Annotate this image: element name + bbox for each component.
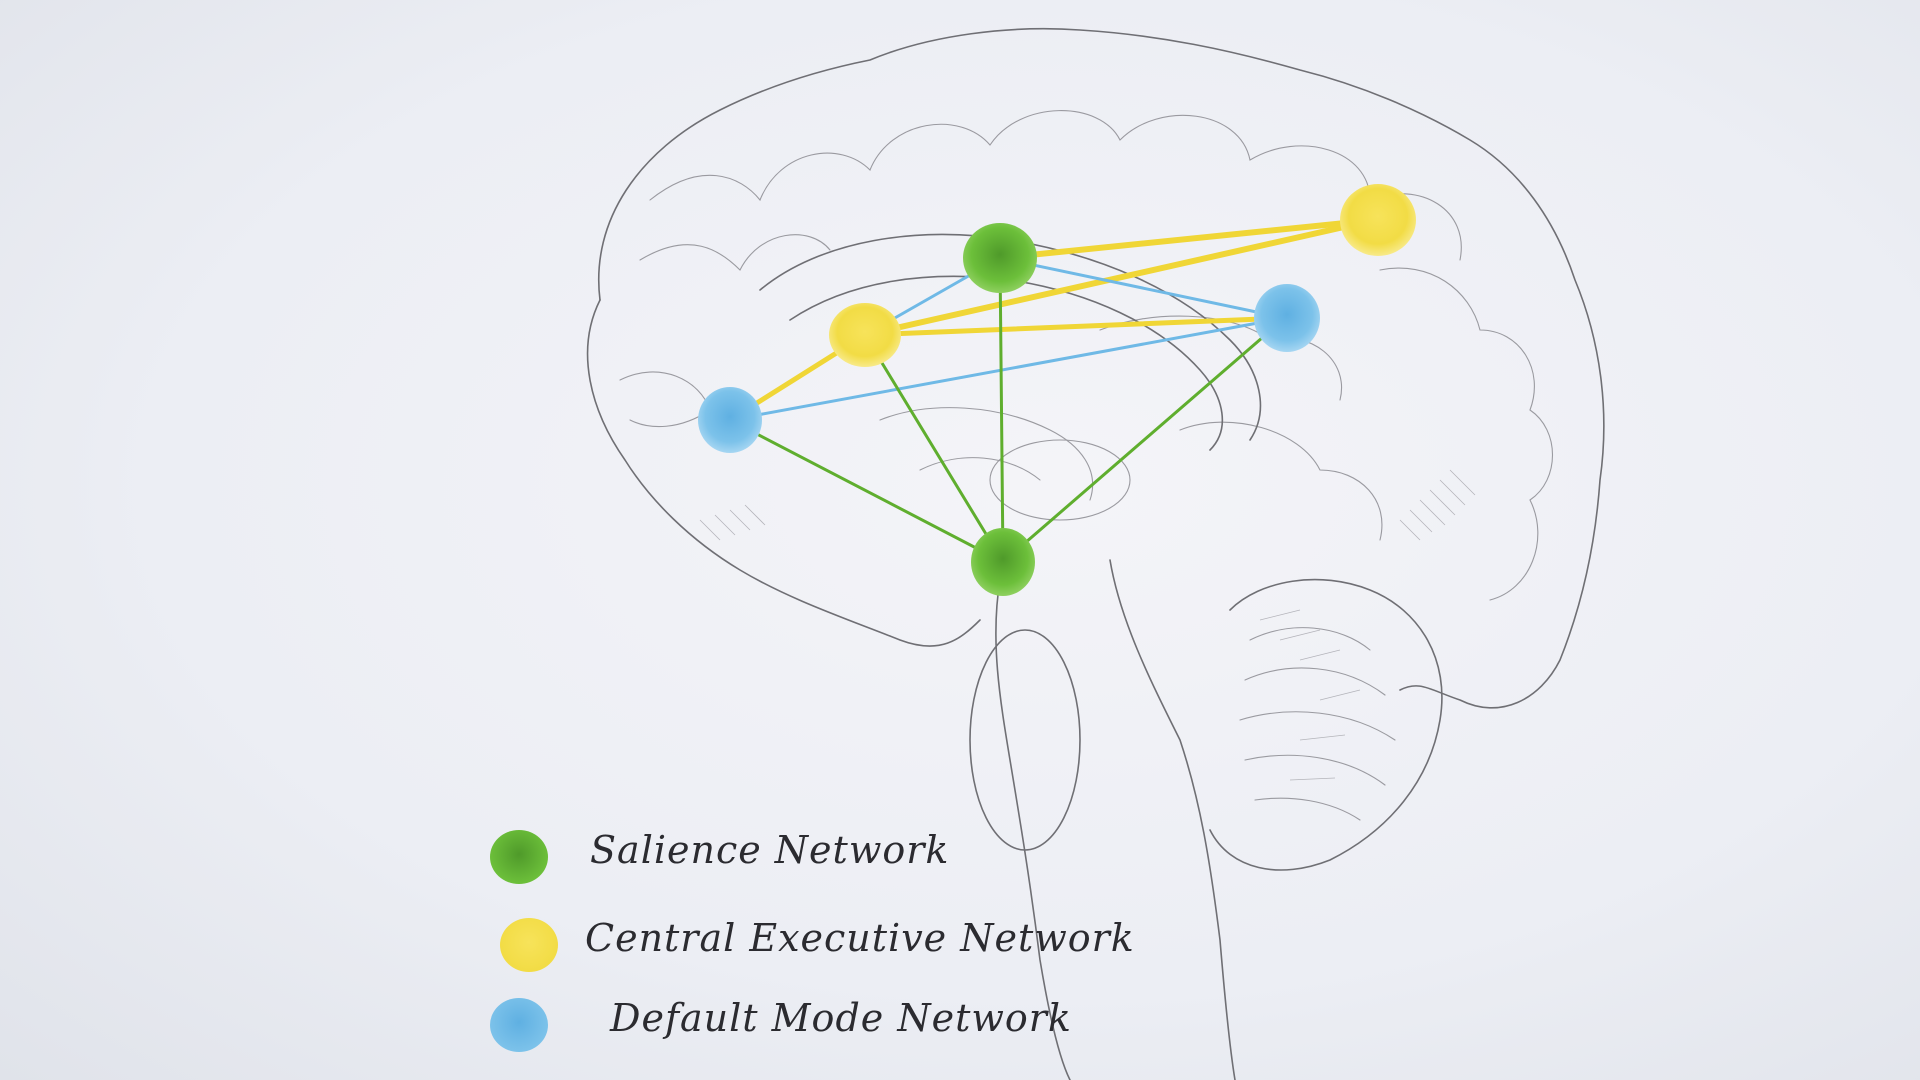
central-executive-node bbox=[829, 303, 901, 367]
salience-node bbox=[963, 223, 1037, 293]
legend-label: Central Executive Network bbox=[585, 916, 1135, 960]
central-executive-color-dot bbox=[500, 918, 558, 972]
brain-outline bbox=[586, 28, 1605, 1080]
legend-item-central-executive: Central Executive Network bbox=[490, 908, 1134, 978]
default-mode-node bbox=[698, 387, 762, 453]
default-mode-node bbox=[1254, 284, 1320, 352]
legend-label: Salience Network bbox=[590, 828, 950, 872]
sn-connection-line bbox=[863, 333, 1005, 564]
dmn-connection-line bbox=[998, 256, 1287, 320]
salience-node bbox=[971, 528, 1035, 596]
sn-connection-line bbox=[998, 256, 1005, 564]
dmn-connection-line bbox=[728, 316, 1287, 422]
salience-color-dot bbox=[490, 830, 548, 884]
legend-item-default-mode: Default Mode Network bbox=[490, 988, 1110, 1058]
legend-item-salience: Salience Network bbox=[490, 820, 1110, 890]
default-mode-color-dot bbox=[490, 998, 548, 1052]
sn-connection-line bbox=[728, 418, 1005, 564]
cen-connection-line bbox=[862, 315, 1288, 338]
network-connections bbox=[727, 217, 1378, 564]
central-executive-node bbox=[1340, 184, 1416, 256]
legend-label: Default Mode Network bbox=[610, 996, 1072, 1040]
cen-connection-line bbox=[997, 217, 1378, 261]
sn-connection-line bbox=[1001, 316, 1287, 564]
cen-connection-line bbox=[862, 217, 1378, 338]
network-nodes bbox=[698, 184, 1416, 596]
